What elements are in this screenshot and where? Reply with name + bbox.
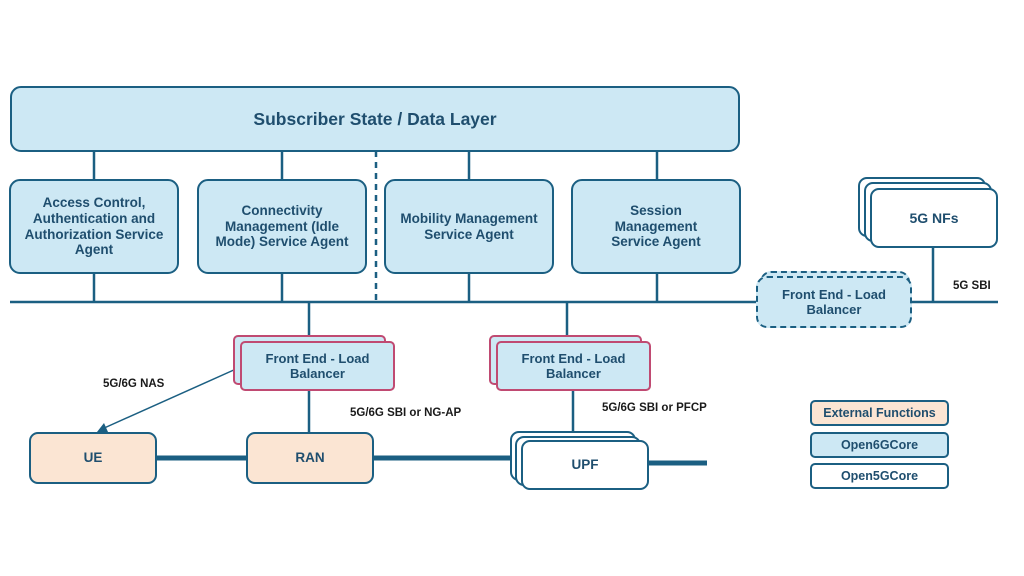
upf-label: UPF	[571, 457, 599, 473]
nas-arrow-line	[101, 368, 237, 430]
legend-open5gcore: Open5GCore	[810, 463, 949, 489]
legend-open6gcore-label: Open6GCore	[840, 438, 919, 452]
ue-box: UE	[29, 432, 157, 484]
lb-1-box: Front End - Load Balancer	[240, 341, 395, 391]
pfcp-interface-label: 5G/6G SBI or PFCP	[602, 402, 707, 414]
lb-3-box: Front End - Load Balancer	[756, 276, 912, 328]
upf-box: UPF	[521, 440, 649, 490]
legend-open5gcore-label: Open5GCore	[840, 469, 919, 483]
lb-1-label: Front End - Load Balancer	[265, 350, 370, 381]
nfs-box: 5G NFs	[870, 188, 998, 248]
lb-2-box: Front End - Load Balancer	[496, 341, 651, 391]
ran-box: RAN	[246, 432, 374, 484]
data-layer-label: Subscriber State / Data Layer	[253, 108, 497, 129]
legend-open6gcore: Open6GCore	[810, 432, 949, 458]
ngap-interface-label: 5G/6G SBI or NG-AP	[350, 407, 462, 419]
lb-2-label: Front End - Load Balancer	[521, 350, 626, 381]
agent-label-access-control: Access Control, Authentication and Autho…	[24, 194, 164, 258]
agent-box-access-control: Access Control, Authentication and Autho…	[9, 179, 179, 274]
agent-box-mobility: Mobility Management Service Agent	[384, 179, 554, 274]
nas-arrow-head	[97, 423, 108, 432]
legend-external-functions-label: External Functions	[823, 406, 936, 420]
agent-box-session: Session Management Service Agent	[571, 179, 741, 274]
nfs-label: 5G NFs	[909, 209, 959, 226]
nas-interface-label: 5G/6G NAS	[103, 378, 165, 390]
data-layer-box: Subscriber State / Data Layer	[10, 86, 740, 152]
agent-label-mobility: Mobility Management Service Agent	[400, 210, 538, 242]
ran-label: RAN	[295, 450, 325, 466]
agent-box-connectivity: Connectivity Management (Idle Mode) Serv…	[197, 179, 367, 274]
lb-3-label: Front End - Load Balancer	[782, 286, 886, 317]
agent-label-session: Session Management Service Agent	[611, 202, 701, 250]
legend-external-functions: External Functions	[810, 400, 949, 426]
sbi-label: 5G SBI	[953, 280, 991, 292]
ue-label: UE	[83, 450, 103, 466]
agent-label-connectivity: Connectivity Management (Idle Mode) Serv…	[215, 202, 349, 250]
